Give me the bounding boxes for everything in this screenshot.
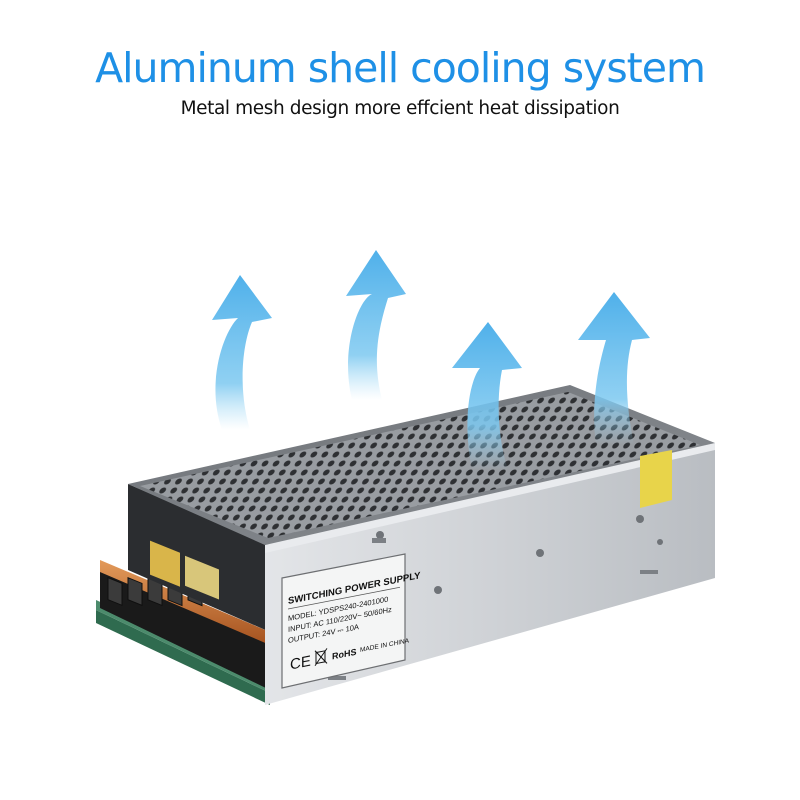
product-label: SWITCHING POWER SUPPLY MODEL: YDSPS240-2… xyxy=(281,553,421,689)
perforated-top-cover xyxy=(128,385,715,545)
heat-arrow-icon xyxy=(452,322,522,470)
heat-arrow-icon xyxy=(578,292,650,445)
heat-arrow-icon xyxy=(212,275,272,430)
weee-bin-icon xyxy=(314,648,328,666)
front-end-cap xyxy=(128,484,270,632)
subheadline: Metal mesh design more effcient heat dis… xyxy=(180,98,620,119)
ce-mark-icon: CE xyxy=(290,653,311,674)
heat-arrows xyxy=(212,250,650,470)
heat-arrow-icon xyxy=(346,250,406,400)
headline: Aluminum shell cooling system xyxy=(95,44,706,92)
rohs-mark: RoHS xyxy=(332,647,356,662)
